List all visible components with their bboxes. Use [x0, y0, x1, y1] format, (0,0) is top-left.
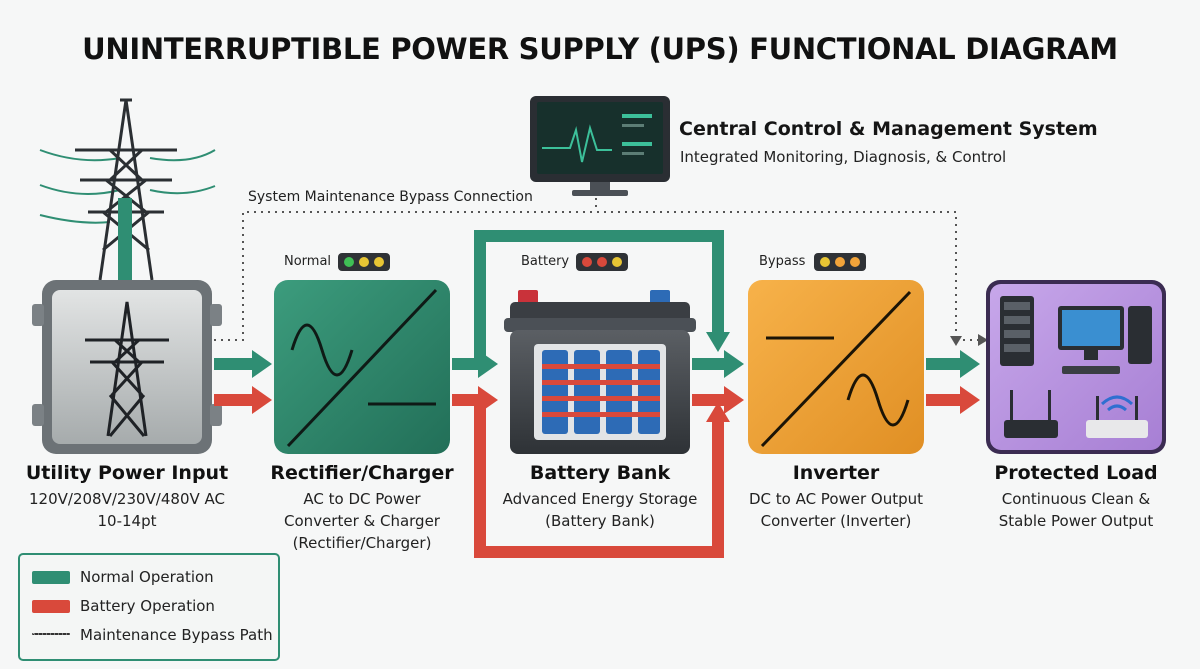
legend-battery-label: Battery Operation	[80, 597, 215, 615]
power-tower-icon	[39, 98, 216, 282]
indicator-bypass-lights	[814, 253, 866, 271]
rectifier-line3: (Rectifier/Charger)	[292, 534, 432, 552]
control-system-title: Central Control & Management System	[679, 118, 1098, 140]
legend-bypass-label: Maintenance Bypass Path	[80, 626, 273, 644]
arrow-inverter-load	[926, 350, 980, 414]
monitor-icon	[530, 96, 670, 196]
rectifier-line2: Converter & Charger	[284, 512, 440, 530]
legend: Normal Operation Battery Operation Maint…	[18, 553, 280, 661]
inverter-line1: DC to AC Power Output	[748, 490, 924, 508]
indicator-battery-label: Battery	[521, 254, 570, 269]
computer-icon	[1058, 306, 1152, 374]
tower-icon	[85, 301, 169, 437]
utility-name: Utility Power Input	[25, 462, 229, 484]
indicator-battery-lights	[576, 253, 628, 271]
control-system-subtitle: Integrated Monitoring, Diagnosis, & Cont…	[680, 148, 1007, 166]
utility-box	[32, 280, 222, 454]
legend-swatch-normal	[32, 571, 70, 584]
legend-swatch-battery	[32, 600, 70, 613]
battery-line1: Advanced Energy Storage	[502, 490, 698, 508]
legend-swatch-bypass	[32, 633, 70, 635]
load-name: Protected Load	[994, 462, 1158, 484]
battery-cells	[542, 350, 660, 434]
rectifier-box	[274, 280, 450, 454]
legend-normal-label: Normal Operation	[80, 568, 214, 586]
load-line2: Stable Power Output	[998, 512, 1154, 530]
rectifier-line1: AC to DC Power	[303, 490, 421, 508]
load-box	[986, 280, 1166, 454]
indicator-normal-lights	[338, 253, 390, 271]
arrow-battery-inverter	[692, 350, 744, 414]
indicator-normal-label: Normal	[284, 254, 332, 269]
bypass-label: System Maintenance Bypass Connection	[248, 189, 533, 205]
wifi-icon	[1086, 395, 1148, 438]
rectifier-name: Rectifier/Charger	[270, 462, 454, 484]
battery-icon	[504, 290, 696, 454]
arrow-utility-rectifier	[214, 350, 272, 414]
indicator-bypass-label: Bypass	[759, 254, 806, 269]
inverter-box	[748, 280, 924, 454]
inverter-line2: Converter (Inverter)	[760, 512, 912, 530]
router-icon	[1004, 390, 1058, 438]
load-line1: Continuous Clean &	[1001, 490, 1151, 508]
battery-name: Battery Bank	[529, 462, 671, 484]
normal-loop-top	[474, 230, 724, 364]
inverter-name: Inverter	[792, 462, 880, 484]
diagram-title: UNINTERRUPTIBLE POWER SUPPLY (UPS) FUNCT…	[82, 32, 1118, 66]
bypass-path	[214, 211, 957, 341]
utility-line1: 120V/208V/230V/480V AC	[29, 490, 225, 508]
battery-loop-bottom	[474, 400, 724, 558]
battery-line2: (Battery Bank)	[545, 512, 655, 530]
server-icon	[1000, 296, 1034, 366]
utility-line2: 10-14pt	[97, 512, 157, 530]
